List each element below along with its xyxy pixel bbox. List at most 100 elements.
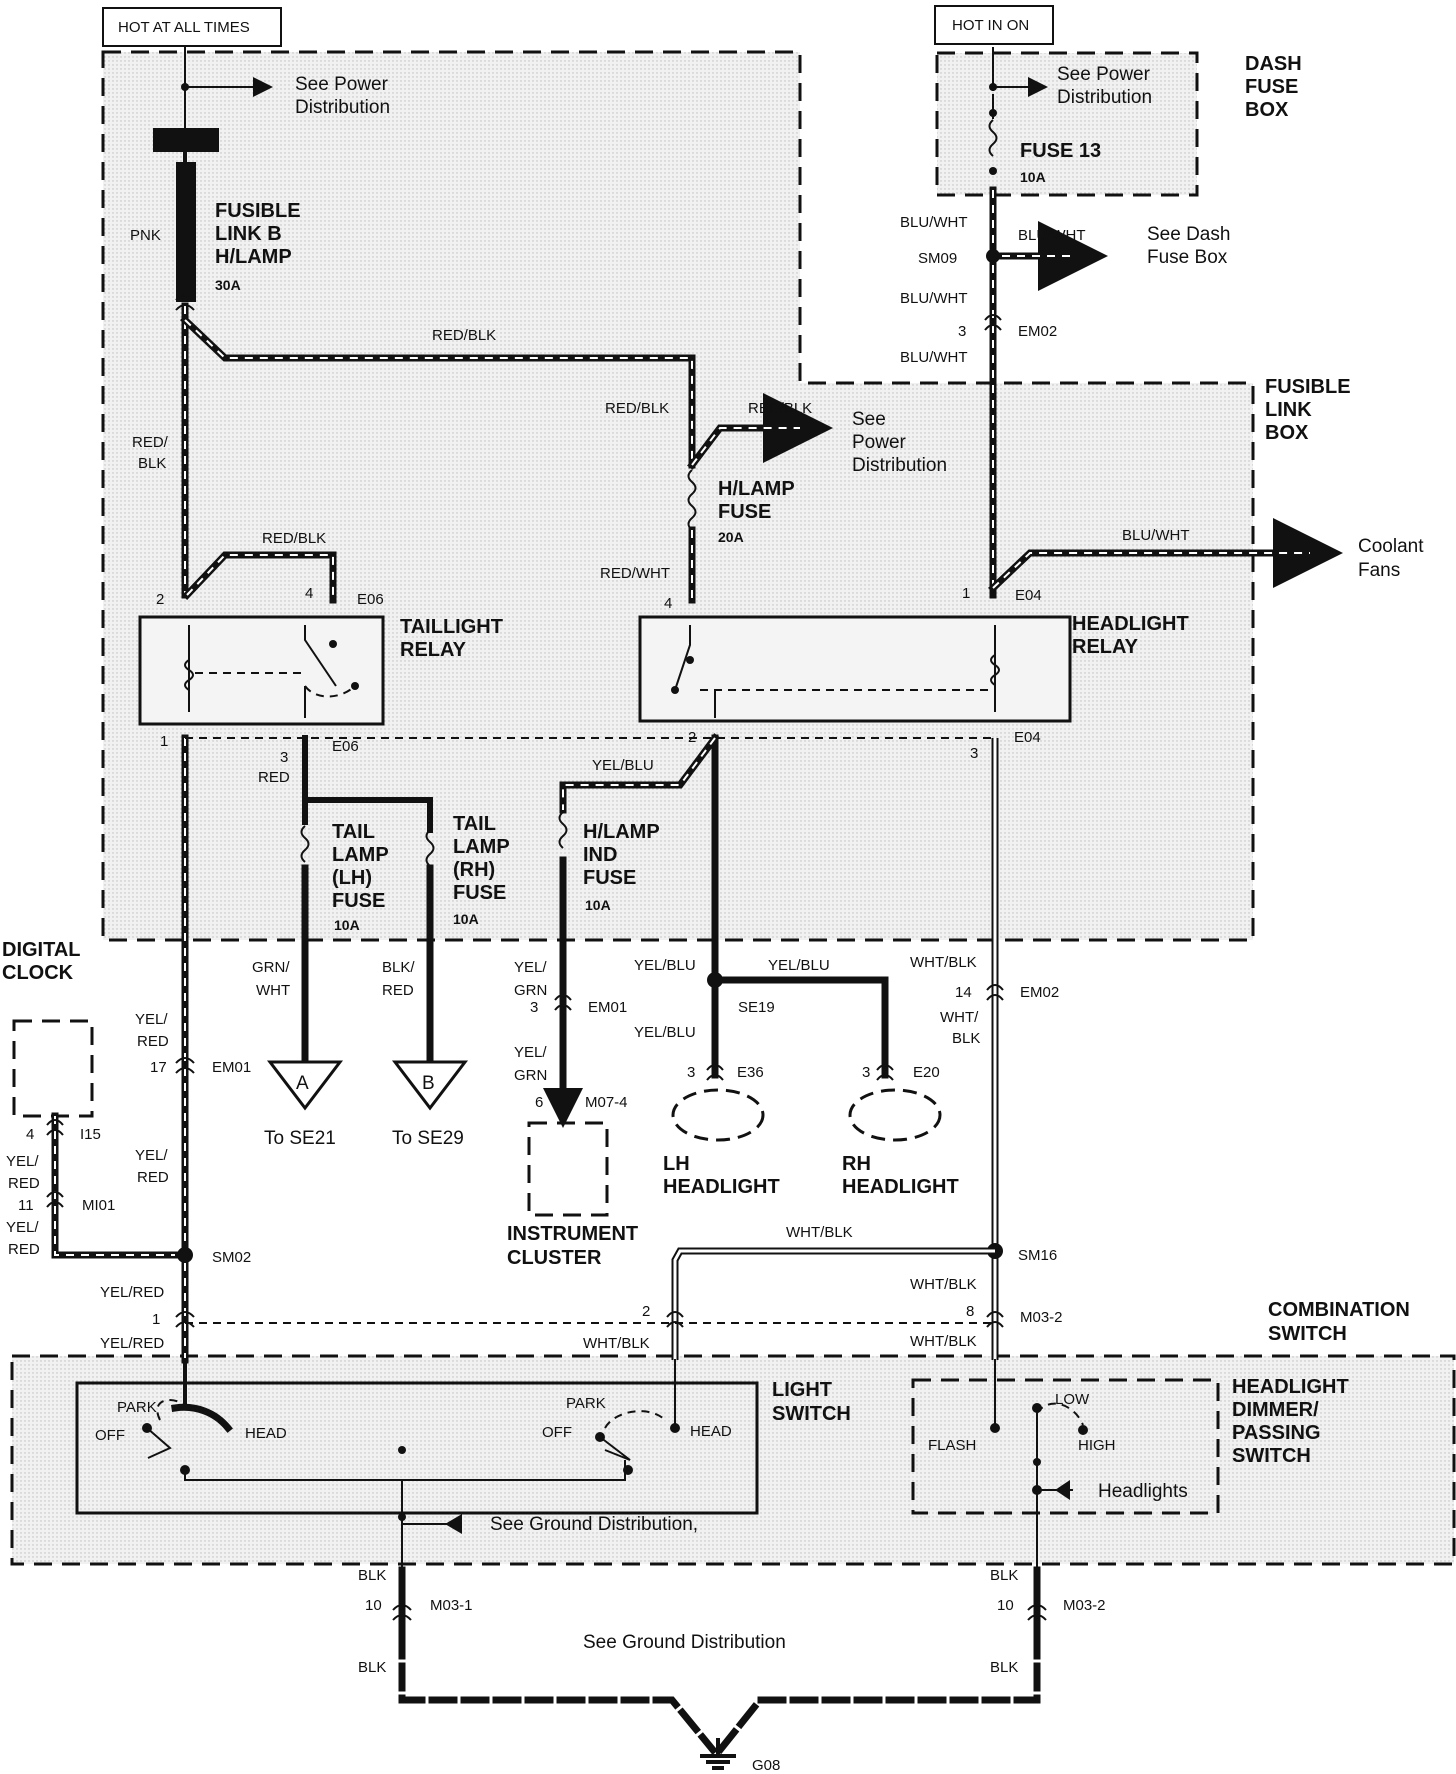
hot-in-on-label: HOT IN ON — [952, 17, 1029, 34]
headlight-relay-internals — [671, 625, 1000, 718]
m03-pin2: 2 — [642, 1303, 650, 1320]
m03-2-label-bottom: M03-2 — [1063, 1597, 1106, 1614]
headlight-pin3: 3 — [970, 745, 978, 762]
sm02-label: SM02 — [212, 1249, 251, 1266]
m03-2-pin10: 10 — [997, 1597, 1014, 1614]
tail-lamp-rh-4: FUSE — [453, 882, 506, 904]
blu-wht-label-1: BLU/WHT — [900, 214, 968, 231]
headlight-dimmer-1: HEADLIGHT — [1232, 1376, 1349, 1398]
tail-lamp-lh-1: TAIL — [332, 821, 375, 843]
see-power-dist-dash-2: Distribution — [1057, 87, 1152, 108]
yel-blu-label-4: YEL/BLU — [634, 1024, 696, 1041]
sm09-label: SM09 — [918, 250, 957, 267]
see-dash-fuse-box-1: See Dash — [1147, 224, 1230, 245]
e06-label-bottom: E06 — [332, 738, 359, 755]
fusible-link-b-1: FUSIBLE — [215, 200, 301, 222]
park-label-2: PARK — [566, 1395, 606, 1412]
fuse13-label: FUSE 13 — [1020, 140, 1101, 162]
yel-red-4b: RED — [137, 1169, 169, 1186]
battery-terminal — [153, 128, 219, 152]
m03-pin1: 1 — [152, 1311, 160, 1328]
blk-red-2: RED — [382, 982, 414, 999]
yel-grn-1: YEL/ — [514, 959, 547, 976]
combination-switch-2: SWITCH — [1268, 1323, 1347, 1345]
hot-at-all-times-label: HOT AT ALL TIMES — [118, 19, 250, 36]
hlamp-fuse-2: FUSE — [718, 501, 771, 523]
taillight-pin1: 1 — [160, 733, 168, 750]
e36-label: E36 — [737, 1064, 764, 1081]
fusible-link-b — [176, 162, 196, 302]
e20-pin3: 3 — [862, 1064, 870, 1081]
ground-symbol — [700, 1738, 736, 1770]
m03-2-label-top: M03-2 — [1020, 1309, 1063, 1326]
headlight-pin4: 4 — [664, 595, 672, 612]
tail-lamp-rh-2: LAMP — [453, 836, 510, 858]
head-label-2: HEAD — [690, 1423, 732, 1440]
red-blk-label-relay: RED/BLK — [262, 530, 326, 547]
blk-red-1: BLK/ — [382, 959, 415, 976]
instrument-cluster-box — [527, 1121, 609, 1217]
m03-1-pin10: 10 — [365, 1597, 382, 1614]
blu-wht-label-2: BLU/WHT — [1018, 227, 1086, 244]
yel-blu-label-3: YEL/BLU — [768, 957, 830, 974]
dash-fuse-box-region — [935, 51, 1199, 197]
blk-label-2: BLK — [358, 1659, 386, 1676]
se19-label: SE19 — [738, 999, 775, 1016]
blu-wht-label-4: BLU/WHT — [900, 349, 968, 366]
yel-blu-label-1: YEL/BLU — [592, 757, 654, 774]
m03-pin8: 8 — [966, 1303, 974, 1320]
coolant-fans-1: Coolant — [1358, 536, 1424, 557]
tail-lamp-lh-amps: 10A — [334, 917, 360, 933]
yel-red-2a: YEL/ — [6, 1153, 39, 1170]
connector-a-label: A — [296, 1073, 309, 1094]
hlamp-ind-fuse-amps: 10A — [585, 897, 611, 913]
i15-pin4: 4 — [26, 1126, 34, 1143]
taillight-relay-2: RELAY — [400, 639, 467, 661]
pnk-label: PNK — [130, 227, 161, 244]
hot-at-all-times-box — [102, 7, 282, 47]
see-ground-dist: See Ground Distribution — [583, 1632, 786, 1653]
red-blk-label-mid: RED/BLK — [605, 400, 669, 417]
see-dash-fuse-box-2: Fuse Box — [1147, 247, 1228, 268]
yel-red-3a: YEL/ — [6, 1219, 39, 1236]
digital-clock-1: DIGITAL — [2, 939, 81, 961]
fusible-link-box-1: FUSIBLE — [1265, 376, 1351, 398]
tail-lamp-rh-3: (RH) — [453, 859, 495, 881]
high-label: HIGH — [1078, 1437, 1116, 1454]
combination-switch-1: COMBINATION — [1268, 1299, 1410, 1321]
em01-label-left: EM01 — [212, 1059, 251, 1076]
red-blk-left-1: RED/ — [132, 434, 169, 451]
hot-in-on-box — [934, 5, 1054, 45]
yel-red-1a: YEL/ — [135, 1011, 168, 1028]
lh-headlight-bulb — [671, 1088, 765, 1142]
tail-lamp-rh-amps: 10A — [453, 911, 479, 927]
see-power-dist-top-1: See Power — [295, 74, 389, 95]
taillight-relay-1: TAILLIGHT — [400, 616, 503, 638]
dimmer-switch-internals — [990, 1359, 1088, 1601]
tail-lamp-lh-3: (LH) — [332, 867, 372, 889]
tail-lamp-rh-1: TAIL — [453, 813, 496, 835]
headlight-dimmer-4: SWITCH — [1232, 1445, 1311, 1467]
see-power-dist-3-3: Distribution — [852, 455, 947, 476]
taillight-relay — [138, 615, 385, 726]
wht-blk-label-3: WHT/BLK — [910, 1276, 977, 1293]
red-label: RED — [258, 769, 290, 786]
e04-label-top: E04 — [1015, 587, 1042, 604]
yel-grn-2: GRN — [514, 982, 547, 999]
fusible-link-box-2: LINK — [1265, 399, 1312, 421]
yel-red-4a: YEL/ — [135, 1147, 168, 1164]
yel-grn-4: GRN — [514, 1067, 547, 1084]
yel-red-1b: RED — [137, 1033, 169, 1050]
em02-pin3: 3 — [958, 323, 966, 340]
light-switch-2: SWITCH — [772, 1403, 851, 1425]
fusible-link-box-3: BOX — [1265, 422, 1309, 444]
hlamp-fuse-1: H/LAMP — [718, 478, 795, 500]
low-label: LOW — [1055, 1391, 1090, 1408]
tail-lamp-lh-2: LAMP — [332, 844, 389, 866]
headlight-dimmer-2: DIMMER/ — [1232, 1399, 1319, 1421]
em01-pin3: 3 — [530, 999, 538, 1016]
rh-headlight-1: RH — [842, 1153, 871, 1175]
see-power-dist-top-2: Distribution — [295, 97, 390, 118]
headlight-pin1: 1 — [962, 585, 970, 602]
